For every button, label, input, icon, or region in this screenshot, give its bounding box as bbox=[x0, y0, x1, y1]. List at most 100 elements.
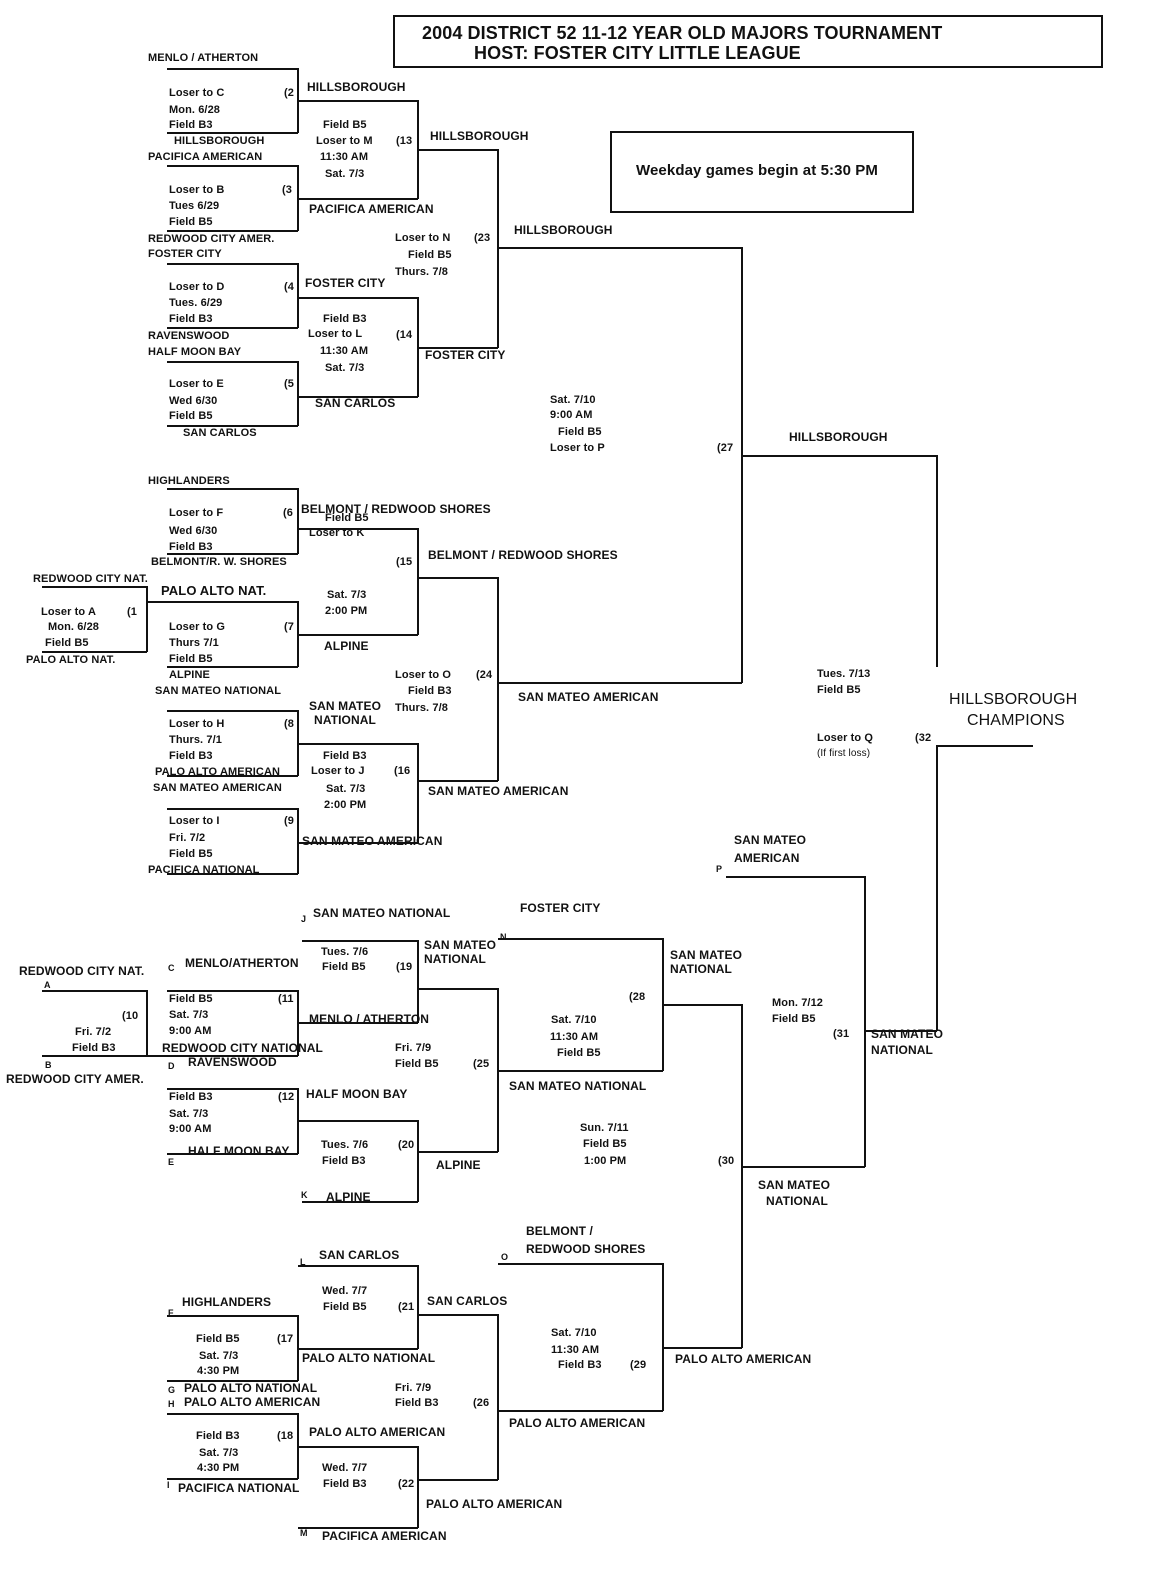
team-label: PALO ALTO NATIONAL bbox=[184, 1381, 318, 1395]
game-info: Tues 6/29 bbox=[169, 200, 220, 212]
slot-letter: G bbox=[168, 1385, 176, 1395]
winner-label: HALF MOON BAY bbox=[306, 1087, 408, 1101]
game-info: Field B5 bbox=[817, 684, 861, 696]
game-info: Wed. 7/7 bbox=[322, 1462, 368, 1474]
team-label: PACIFICA AMERICAN bbox=[322, 1529, 447, 1543]
game-info: Field B3 bbox=[408, 685, 452, 697]
winner-label: SAN MATEO bbox=[871, 1027, 944, 1041]
winner-label: HILLSBOROUGH bbox=[430, 129, 529, 143]
winner-label: SAN MATEO AMERICAN bbox=[302, 834, 443, 848]
game-number: (5 bbox=[284, 378, 294, 390]
game-info: Mon. 6/28 bbox=[169, 104, 221, 116]
team-label: PALO ALTO NAT. bbox=[26, 654, 116, 666]
slot-letter: H bbox=[168, 1399, 175, 1409]
game-info: Fri. 7/2 bbox=[75, 1026, 112, 1038]
game-info: Sat. 7/3 bbox=[199, 1350, 239, 1362]
slot-letter: J bbox=[301, 914, 307, 924]
team-label: SAN MATEO NATIONAL bbox=[155, 685, 282, 697]
game-info: Loser to M bbox=[316, 135, 373, 147]
winner-label: NATIONAL bbox=[766, 1194, 828, 1208]
game-info: Field B3 bbox=[169, 313, 213, 325]
winner-label: SAN MATEO NATIONAL bbox=[509, 1079, 647, 1093]
team-label: SAN CARLOS bbox=[183, 427, 257, 439]
game-info: Mon. 6/28 bbox=[48, 621, 100, 633]
game-info: Field B3 bbox=[169, 750, 213, 762]
game-info: 2:00 PM bbox=[324, 799, 367, 811]
team-label: BELMONT / bbox=[526, 1224, 593, 1238]
game-number: (32 bbox=[915, 732, 932, 744]
team-label: HIGHLANDERS bbox=[148, 475, 230, 487]
game-info: Field B5 bbox=[169, 848, 213, 860]
game-info: Loser to Q bbox=[817, 732, 874, 744]
team-label: REDWOOD CITY NATIONAL bbox=[162, 1041, 323, 1055]
game-info: Thurs. 7/8 bbox=[395, 266, 448, 278]
winner-label: FOSTER CITY bbox=[425, 348, 506, 362]
winner-label: FOSTER CITY bbox=[305, 276, 386, 290]
game-number: (14 bbox=[396, 329, 413, 341]
game-info: Field B5 bbox=[323, 1301, 367, 1313]
game-info: Field B3 bbox=[169, 119, 213, 131]
slot-letter: M bbox=[300, 1528, 308, 1538]
game-info: Sat. 7/10 bbox=[550, 394, 596, 406]
winner-label: SAN MATEO bbox=[758, 1178, 831, 1192]
game-info: 9:00 AM bbox=[550, 409, 593, 421]
game-info: Sat. 7/3 bbox=[325, 362, 365, 374]
game-info: Wed 6/30 bbox=[169, 395, 218, 407]
slot-letter: D bbox=[168, 1061, 175, 1071]
winner-label: PALO ALTO NATIONAL bbox=[302, 1351, 436, 1365]
game-info: Loser to O bbox=[395, 669, 452, 681]
game-number: (22 bbox=[398, 1478, 415, 1490]
game-number: (19 bbox=[396, 961, 413, 973]
slot-letter: P bbox=[716, 864, 723, 874]
weekday-notice: Weekday games begin at 5:30 PM bbox=[636, 162, 878, 179]
game-info: Field B5 bbox=[322, 961, 366, 973]
game-info: Loser to D bbox=[169, 281, 225, 293]
winner-label: SAN MATEO AMERICAN bbox=[518, 690, 659, 704]
game-info: 11:30 AM bbox=[551, 1344, 600, 1356]
winner-label: MENLO / ATHERTON bbox=[309, 1012, 430, 1026]
game-number: (31 bbox=[833, 1028, 850, 1040]
slot-letter: C bbox=[168, 963, 175, 973]
team-label: REDWOOD SHORES bbox=[526, 1242, 646, 1256]
game-number: (24 bbox=[476, 669, 493, 681]
game-info: Loser to F bbox=[169, 507, 224, 519]
game-info: Field B3 bbox=[169, 541, 213, 553]
team-label: SAN MATEO bbox=[734, 833, 807, 847]
team-label: FOSTER CITY bbox=[520, 901, 601, 915]
game-info: 4:30 PM bbox=[197, 1365, 240, 1377]
game-info: Loser to G bbox=[169, 621, 226, 633]
team-label: HILLSBOROUGH bbox=[174, 135, 265, 147]
team-label: SAN MATEO NATIONAL bbox=[313, 906, 451, 920]
team-label: RAVENSWOOD bbox=[188, 1055, 277, 1069]
game-info: Sat. 7/10 bbox=[551, 1327, 597, 1339]
game-info: Field B3 bbox=[395, 1397, 439, 1409]
game-info: Loser to P bbox=[550, 442, 605, 454]
game-number: (13 bbox=[396, 135, 413, 147]
team-label: AMERICAN bbox=[734, 851, 800, 865]
game-number: (11 bbox=[278, 993, 294, 1005]
game-number: (1 bbox=[127, 606, 137, 618]
winner-label: HILLSBOROUGH bbox=[789, 430, 888, 444]
winner-label: HILLSBOROUGH bbox=[307, 80, 406, 94]
game-info: Fri. 7/9 bbox=[395, 1042, 432, 1054]
slot-letter: K bbox=[301, 1190, 308, 1200]
game-info: Loser to K bbox=[309, 527, 365, 539]
game-info: Loser to H bbox=[169, 718, 225, 730]
game-info: Field B5 bbox=[325, 512, 369, 524]
game-info: 2:00 PM bbox=[325, 605, 368, 617]
game-info: Field B5 bbox=[169, 653, 213, 665]
game-number: (26 bbox=[473, 1397, 490, 1409]
game-info: Wed 6/30 bbox=[169, 525, 218, 537]
game-info: Loser to C bbox=[169, 87, 225, 99]
winner-label: BELMONT / REDWOOD SHORES bbox=[301, 502, 491, 516]
winner-label: SAN CARLOS bbox=[427, 1294, 508, 1308]
champion-label: CHAMPIONS bbox=[967, 712, 1065, 729]
game-info: Loser to E bbox=[169, 378, 224, 390]
team-label: ALPINE bbox=[169, 669, 210, 681]
game-info: Sun. 7/11 bbox=[580, 1122, 629, 1134]
winner-label: SAN CARLOS bbox=[315, 396, 396, 410]
game-info: Thurs 7/1 bbox=[169, 637, 219, 649]
game-info: 4:30 PM bbox=[197, 1462, 240, 1474]
game-info: Fri. 7/9 bbox=[395, 1382, 432, 1394]
